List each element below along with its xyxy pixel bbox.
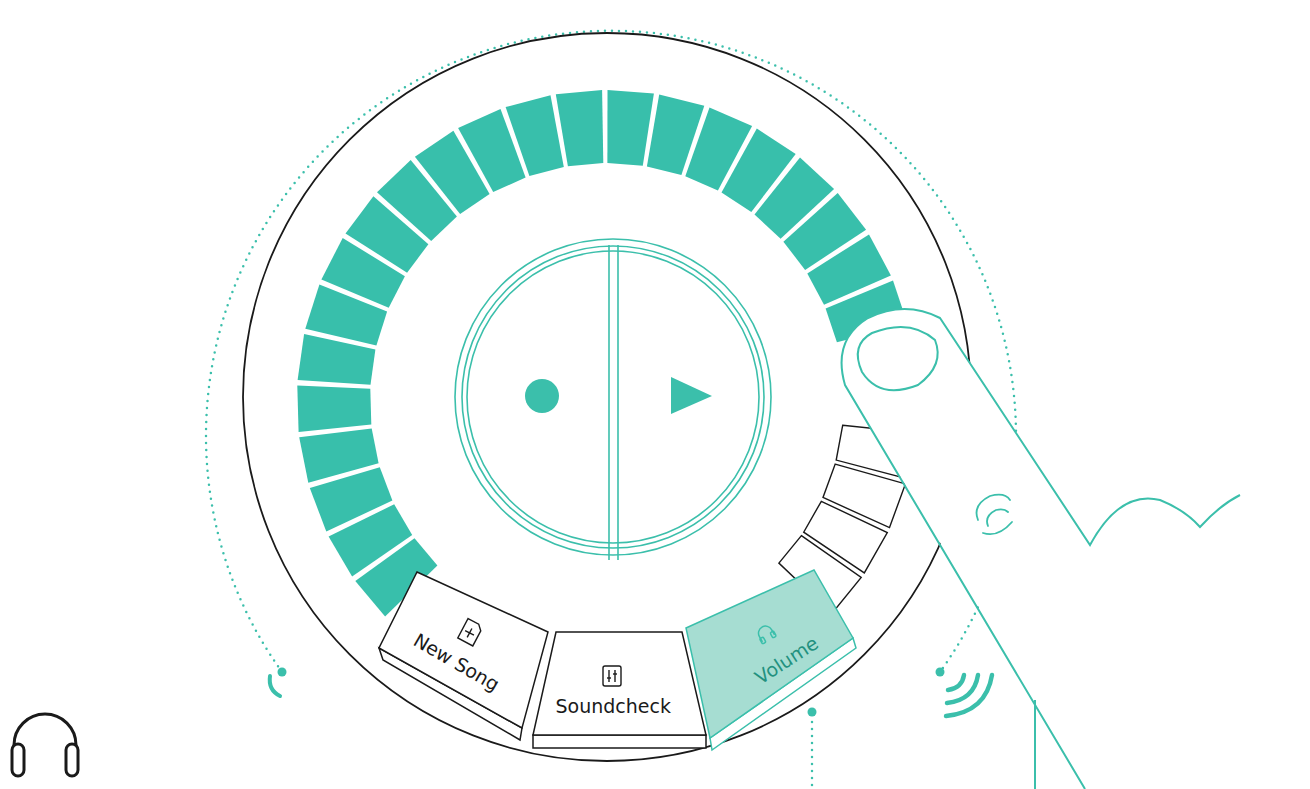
record-symbol xyxy=(525,379,559,413)
arc-end-dot xyxy=(936,668,945,677)
led-segment xyxy=(506,95,564,176)
finger xyxy=(842,309,1310,789)
leader-line xyxy=(811,722,814,789)
leader-dot xyxy=(808,708,817,717)
soundcheck-button: Soundcheck xyxy=(550,693,677,719)
button-shapes xyxy=(379,572,706,748)
arc-end-mark xyxy=(270,676,280,696)
speaker-waves xyxy=(946,675,992,716)
headphones-symbol xyxy=(12,714,78,776)
arc-end-dot xyxy=(278,668,287,677)
led-segment xyxy=(297,385,371,432)
soundcheck-icon xyxy=(603,666,621,686)
headphone-icon xyxy=(755,623,776,644)
transport-button xyxy=(455,239,771,560)
led-segment xyxy=(607,90,654,166)
led-segment xyxy=(556,90,604,166)
led-ring xyxy=(297,90,915,617)
volume-button-shape xyxy=(686,570,853,738)
led-segment xyxy=(299,429,378,483)
button-label: Soundcheck xyxy=(556,695,671,717)
new-song-icon xyxy=(458,619,483,646)
play-symbol xyxy=(671,377,712,414)
